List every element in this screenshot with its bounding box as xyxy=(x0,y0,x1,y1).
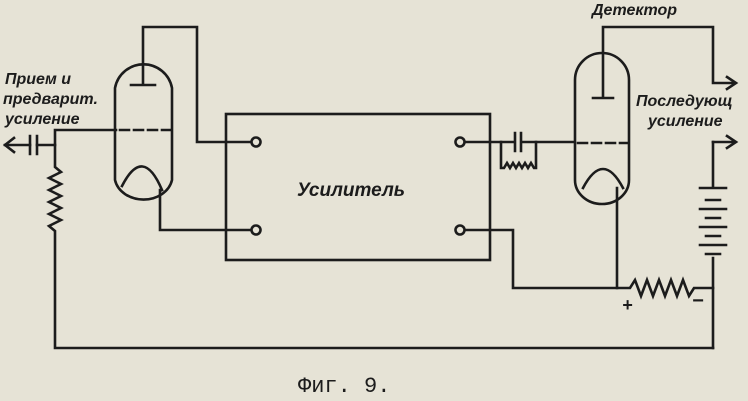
amplifier-label: Усилитель xyxy=(297,180,405,201)
battery-icon xyxy=(698,140,737,350)
detector-tube xyxy=(573,25,737,290)
detector-label: Детектор xyxy=(590,2,677,19)
next-stage-label-line2: усиление xyxy=(647,113,723,130)
left-vacuum-tube xyxy=(113,25,253,232)
coupling-capacitor-rc xyxy=(463,131,575,171)
figure-caption: Фиг. 9. xyxy=(298,374,390,399)
load-resistor xyxy=(463,228,715,300)
input-arrow-icon xyxy=(2,136,32,154)
next-stage-label-line1: Последующ xyxy=(636,93,733,110)
input-capacitor xyxy=(28,128,118,156)
output-arrow-bottom-icon xyxy=(725,134,739,150)
amp-output-terminal-top xyxy=(454,136,466,148)
plus-sign: + xyxy=(622,295,633,315)
input-stage-label-line2: предварит. xyxy=(3,91,98,108)
input-stage-label-line1: Прием и xyxy=(5,71,71,88)
minus-sign: − xyxy=(692,290,704,312)
input-stage-label-line3: усиление xyxy=(4,111,80,128)
amp-input-terminal-bottom xyxy=(250,224,262,236)
amp-input-terminal-top xyxy=(250,136,262,148)
output-arrow-top-icon xyxy=(725,75,739,91)
amp-output-terminal-bottom xyxy=(454,224,466,236)
grid-leak-resistor xyxy=(46,143,715,350)
